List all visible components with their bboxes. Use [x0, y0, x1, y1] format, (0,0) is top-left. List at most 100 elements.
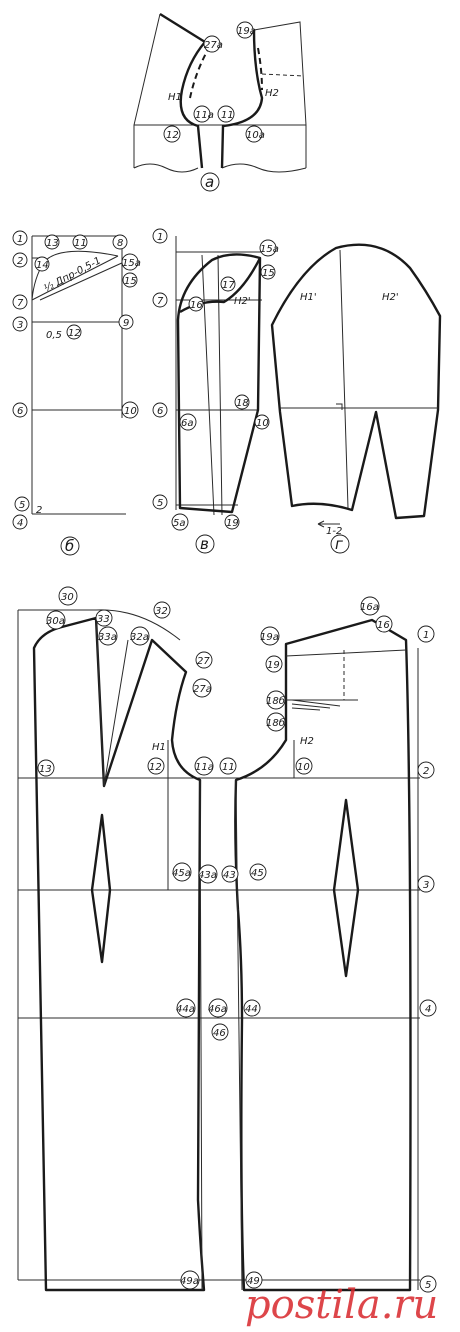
main-horizontal-lines: [17, 609, 420, 1290]
fig-g-caption: г: [335, 535, 343, 553]
fig-g-grid: [280, 249, 438, 509]
main-bust-dart-hatch: [291, 699, 341, 711]
main-label-16: 16: [377, 620, 390, 631]
fig-b-label-9: 9: [123, 318, 129, 329]
fig-b-label-2mm: 2: [36, 505, 42, 516]
fig-g-shift-arrow: [317, 520, 340, 528]
main-label-h1: Н1: [152, 742, 166, 753]
main-label-13: 13: [39, 764, 52, 775]
main-label-49a: 49а: [180, 1276, 199, 1287]
fig-g-sleeve-outline: [270, 243, 442, 520]
main-front-panel: [234, 618, 412, 1292]
fig-a-label-27a: 27а: [204, 40, 223, 51]
fig-b-label-10: 10: [124, 406, 137, 417]
fig-v-label-h2: Н2': [234, 296, 251, 307]
main-label-30: 30: [61, 592, 74, 603]
main-side-seam-lines: [199, 779, 243, 1291]
fig-b-label-8: 8: [117, 238, 123, 249]
fig-a-label-h1: Н1: [168, 92, 182, 103]
fig-v-label-5: 5: [157, 498, 163, 509]
fig-v-label-17: 17: [222, 280, 235, 291]
main-label-16a: 16а: [360, 602, 379, 613]
fig-a-dashed-curve-right: [257, 47, 263, 91]
fig-a-frame: [133, 13, 307, 169]
main-label-33a: 33а: [98, 632, 117, 643]
main-label-33: 33: [97, 614, 110, 625]
fig-a-label-11: 11: [221, 110, 234, 121]
fig-v-label-16: 16: [190, 300, 203, 311]
main-label-18b-prime: 18б': [266, 717, 288, 729]
fig-b-label-15: 15: [124, 276, 137, 287]
figure-v: 1 7 6 5 15а 15 17 16 Н2' 6а 18 10 5а 19 …: [152, 228, 279, 554]
fig-a-bottom-wave: [133, 163, 307, 173]
fig-a-label-19a: 19а: [237, 26, 256, 37]
fig-b-formula: ½ Дпр-0,5-1: [42, 254, 103, 294]
watermark-text: postila.ru: [245, 1282, 438, 1328]
fig-a-label-10a: 10а: [246, 130, 265, 141]
main-front-waist-dart: [332, 798, 360, 978]
fig-v-label-15a: 15а: [260, 244, 279, 255]
main-label-27: 27: [197, 656, 210, 667]
fig-b-caption: б: [65, 537, 74, 555]
main-label-11a: 11а: [195, 762, 214, 773]
fig-a-caption: а: [205, 173, 214, 191]
main-label-27a: 27а: [193, 684, 212, 695]
main-back-panel: [32, 616, 206, 1292]
fig-v-grid: [175, 236, 262, 516]
fig-a-left-armhole: [159, 12, 207, 169]
fig-b-label-11: 11: [74, 238, 87, 249]
main-label-43: 43: [223, 870, 236, 881]
main-label-49: 49: [247, 1276, 260, 1287]
main-label-43a: 43а: [198, 870, 217, 881]
main-back-waist-dart: [90, 813, 112, 964]
fig-v-label-6: 6: [157, 406, 163, 417]
figure-a: 27а 19а Н1 Н2 11а 11 12 10а а: [133, 12, 307, 192]
main-label-30a: 30а: [46, 616, 65, 627]
fig-b-label-13: 13: [46, 238, 59, 249]
fig-v-label-5a: 5а: [173, 518, 186, 529]
fig-b-label-05: 0,5: [46, 330, 62, 341]
fig-v-label-6a: 6а: [181, 418, 194, 429]
fig-g-label-h1: Н1': [300, 292, 317, 303]
fig-v-label-15: 15: [262, 268, 275, 279]
fig-b-label-4: 4: [17, 518, 23, 529]
fig-v-label-7: 7: [157, 296, 164, 307]
main-armhole-lines: [167, 649, 407, 890]
fig-a-label-h2: Н2: [265, 88, 279, 99]
main-label-19a: 19а: [260, 632, 279, 643]
fig-a-dashed-line: [261, 73, 305, 77]
main-label-44: 44: [245, 1004, 258, 1015]
fig-v-caption: в: [200, 535, 209, 553]
main-label-19: 19: [267, 660, 280, 671]
fig-b-label-3: 3: [17, 320, 23, 331]
fig-b-label-12: 12: [68, 328, 81, 339]
main-label-18b: 18б: [266, 695, 285, 707]
main-back-dart: [95, 617, 129, 787]
fig-b-label-15a: 15а: [122, 258, 141, 269]
fig-v-label-1: 1: [157, 232, 163, 243]
fig-a-label-11a: 11а: [195, 110, 214, 121]
fig-g-label-h2: Н2': [382, 292, 399, 303]
fig-v-label-19: 19: [226, 518, 239, 529]
main-label-45a: 45а: [172, 868, 191, 879]
fig-b-label-7: 7: [17, 298, 24, 309]
main-label-32: 32: [155, 606, 168, 617]
main-label-2: 2: [423, 766, 429, 777]
main-label-3: 3: [423, 880, 429, 891]
fig-a-label-12: 12: [166, 130, 179, 141]
main-label-46a: 46а: [208, 1004, 227, 1015]
main-label-11: 11: [222, 762, 235, 773]
figure-b: 1 2 3 4 5 6 7 8 9 10 11 13 14 15 15а 12 …: [12, 230, 141, 556]
main-label-12: 12: [149, 762, 162, 773]
fig-b-label-5: 5: [19, 500, 25, 511]
main-label-45: 45: [251, 868, 264, 879]
main-label-5: 5: [425, 1280, 431, 1291]
main-label-4: 4: [425, 1004, 431, 1015]
main-label-1: 1: [423, 630, 429, 641]
fig-v-label-18: 18: [236, 398, 249, 409]
fig-a-dashed-curve-left: [189, 45, 211, 99]
figure-main: 30 30а 33 33а 32а 32 27 27а Н1 12 13 11а…: [17, 586, 437, 1293]
fig-g-label-shift: 1-2: [326, 526, 342, 537]
main-label-10: 10: [297, 762, 310, 773]
main-label-44a: 44а: [176, 1004, 195, 1015]
